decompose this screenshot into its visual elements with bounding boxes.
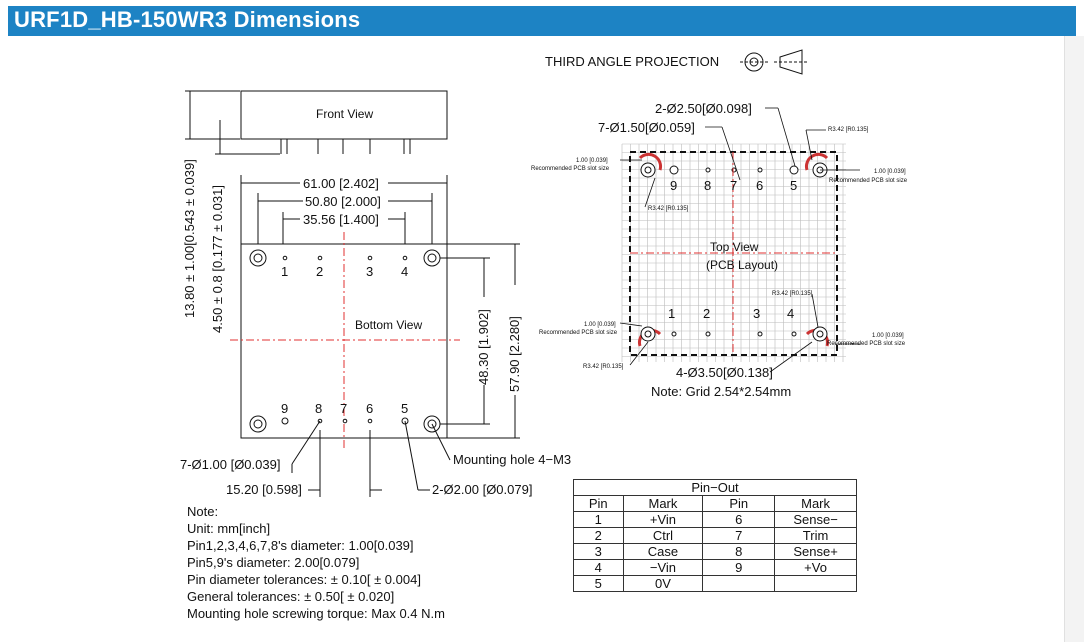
top-view-sublabel: (PCB Layout) xyxy=(706,258,778,272)
pin-diameter-label: 7-Ø1.00 [Ø0.039] xyxy=(180,457,280,472)
large-pin-label: 2-Ø2.00 [Ø0.079] xyxy=(432,482,532,497)
pinout-caption: Pin−Out xyxy=(573,479,857,496)
mounting-hole-label: Mounting hole 4−M3 xyxy=(453,452,571,467)
pinout-cell: 8 xyxy=(702,543,776,560)
slot-note-bl: Recommended PCB slot size xyxy=(539,330,618,336)
slot-dim-br: 1.00 [0.039] xyxy=(872,333,904,339)
page-title: URF1D_HB-150WR3 Dimensions xyxy=(14,7,361,32)
front-view: Front View 13.80 ± 1.00[0.543 ± 0.039] 4… xyxy=(182,90,448,333)
pinout-header-mark: Mark xyxy=(622,495,704,512)
pinout-cell: 3 xyxy=(573,543,624,560)
note-line: Pin1,2,3,4,6,7,8's diameter: 1.00[0.039] xyxy=(187,538,414,553)
slot-note-tl: Recommended PCB slot size xyxy=(531,166,610,172)
pinout-cell: 9 xyxy=(702,559,776,576)
top-pin-4: 4 xyxy=(787,306,794,321)
bottom-pin-3: 3 xyxy=(366,264,373,279)
bottom-width-dim: 61.00 [2.402] xyxy=(303,176,379,191)
hole-label-2: 7-Ø1.50[Ø0.059] xyxy=(598,120,695,135)
pinout-cell: 5 xyxy=(573,575,624,592)
top-pin-3: 3 xyxy=(753,306,760,321)
table-row: 1 +Vin 6 Sense− xyxy=(573,511,857,528)
pinout-cell xyxy=(774,575,857,592)
bottom-pin-4: 4 xyxy=(401,264,408,279)
hole-label-1: 2-Ø2.50[Ø0.098] xyxy=(655,101,752,116)
bottom-pin-6: 6 xyxy=(366,401,373,416)
front-height-dim: 13.80 ± 1.00[0.543 ± 0.039] xyxy=(182,159,197,318)
bottom-pin-5: 5 xyxy=(401,401,408,416)
bottom-pin-7: 7 xyxy=(340,401,347,416)
top-view-label: Top View xyxy=(710,240,759,254)
bottom-pitch-dim-1: 50.80 [2.000] xyxy=(305,194,381,209)
pinout-cell: Case xyxy=(622,543,704,560)
top-pin-6: 6 xyxy=(756,178,763,193)
pin-pitch-dim: 15.20 [0.598] xyxy=(226,482,302,497)
radius-bl: R3.42 [R0.135] xyxy=(583,364,624,370)
pinout-cell: 4 xyxy=(573,559,624,576)
slot-dim-tl: 1.00 [0.039] xyxy=(576,158,608,164)
slot-dim-tr: 1.00 [0.039] xyxy=(874,169,906,175)
table-row: 5 0V xyxy=(573,575,857,592)
notes-block: Note: Unit: mm[inch] Pin1,2,3,4,6,7,8's … xyxy=(187,503,445,622)
pinout-table: Pin−Out Pin Mark Pin Mark 1 +Vin 6 Sense… xyxy=(573,479,857,592)
front-view-label: Front View xyxy=(316,107,373,121)
pinout-cell: Sense− xyxy=(774,511,857,528)
title-band xyxy=(8,6,1076,36)
pinout-cell: 2 xyxy=(573,527,624,544)
slot-dim-bl: 1.00 [0.039] xyxy=(584,322,616,328)
pinout-header-pin: Pin xyxy=(702,495,776,512)
pinout-header-pin: Pin xyxy=(573,495,624,512)
pinout-cell: 6 xyxy=(702,511,776,528)
grid-note: Note: Grid 2.54*2.54mm xyxy=(651,384,791,399)
bottom-pitch-dim-2: 35.56 [1.400] xyxy=(303,212,379,227)
table-row: 2 Ctrl 7 Trim xyxy=(573,527,857,544)
slot-note-br: Recommended PCB slot size xyxy=(827,341,906,347)
pinout-cell: 0V xyxy=(622,575,704,592)
pinout-cell: Ctrl xyxy=(622,527,704,544)
top-pin-2: 2 xyxy=(703,306,710,321)
pinout-cell: Trim xyxy=(774,527,857,544)
top-pin-1: 1 xyxy=(668,306,675,321)
bottom-pin-1: 1 xyxy=(281,264,288,279)
note-line: Mounting hole screwing torque: Max 0.4 N… xyxy=(187,606,445,621)
table-row: 3 Case 8 Sense+ xyxy=(573,543,857,560)
title-bar: URF1D_HB-150WR3 Dimensions xyxy=(0,0,1084,38)
top-view: 9 8 7 6 5 Top View (PCB Layout) 1 2 3 4 … xyxy=(531,101,908,399)
bottom-height-dim-1: 48.30 [1.902] xyxy=(476,309,491,385)
scrollbar-edge xyxy=(1064,36,1084,642)
hole-label-3: 4-Ø3.50[Ø0.138] xyxy=(676,365,773,380)
pinout-cell: −Vin xyxy=(622,559,704,576)
projection-label: THIRD ANGLE PROJECTION xyxy=(545,54,719,69)
pinout-cell: Sense+ xyxy=(774,543,857,560)
bottom-view: 61.00 [2.402] 50.80 [2.000] 35.56 [1.400… xyxy=(180,175,571,497)
bottom-pin-8: 8 xyxy=(315,401,322,416)
pinout-cell: 7 xyxy=(702,527,776,544)
top-pin-9: 9 xyxy=(670,178,677,193)
projection-icon xyxy=(740,49,808,75)
bottom-pin-9: 9 xyxy=(281,401,288,416)
radius-br: R3.42 [R0.135] xyxy=(772,291,813,297)
note-line: Unit: mm[inch] xyxy=(187,521,271,536)
pinout-cell xyxy=(702,575,776,592)
bottom-pin-2: 2 xyxy=(316,264,323,279)
pinout-cell: +Vin xyxy=(622,511,704,528)
top-pin-5: 5 xyxy=(790,178,797,193)
pinout-cell: 1 xyxy=(573,511,624,528)
pinout-header-mark: Mark xyxy=(774,495,857,512)
note-line: Pin5,9's diameter: 2.00[0.079] xyxy=(187,555,360,570)
note-line: General tolerances: ± 0.50[ ± 0.020] xyxy=(187,589,395,604)
pinout-cell: +Vo xyxy=(774,559,857,576)
slot-note-tr: Recommended PCB slot size xyxy=(829,178,908,184)
table-row: 4 −Vin 9 +Vo xyxy=(573,559,857,576)
note-line: Pin diameter tolerances: ± 0.10[ ± 0.004… xyxy=(187,572,421,587)
bottom-height-dim-2: 57.90 [2.280] xyxy=(507,316,522,392)
radius-tl: R3.42 [R0.135] xyxy=(648,206,689,212)
radius-tr: R3.42 [R0.135] xyxy=(828,127,869,133)
front-pin-dim: 4.50 ± 0.8 [0.177 ± 0.031] xyxy=(210,185,225,333)
top-pin-7: 7 xyxy=(730,178,737,193)
top-pin-8: 8 xyxy=(704,178,711,193)
bottom-view-label: Bottom View xyxy=(355,318,422,332)
note-line: Note: xyxy=(187,504,219,519)
